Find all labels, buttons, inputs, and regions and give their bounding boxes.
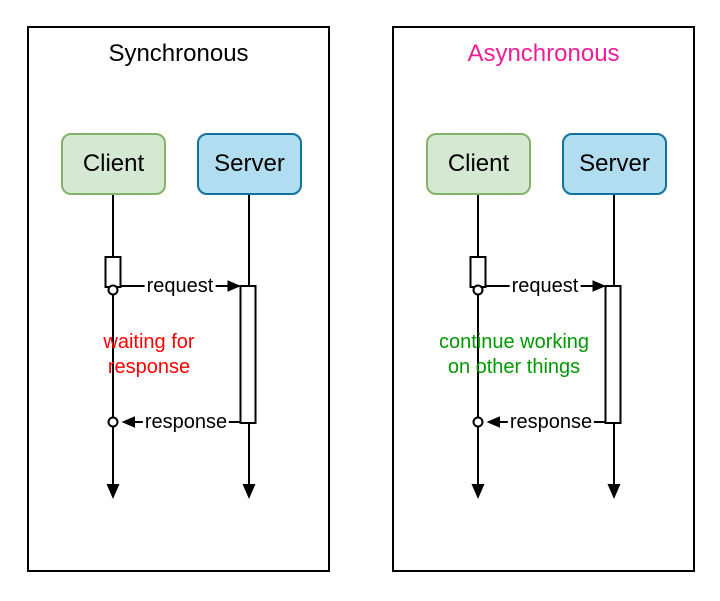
asynchronous-diagram-graphics [469,193,622,499]
client-activation-bar [469,256,487,288]
client-actor-box: Client [61,133,166,195]
waiting-note-line2: response [107,356,191,378]
server-lifeline-arrowhead-icon [607,484,621,499]
waiting-note: waiting for response [103,330,194,380]
page-title-synchronous: Synchronous [108,40,249,67]
client-lifeline-arrowhead-icon [471,484,485,499]
server-actor-label: Server [579,150,650,177]
page-title-asynchronous: Asynchronous [467,40,620,67]
waiting-note-line1: waiting for [103,331,195,353]
server-actor-box: Server [197,133,302,195]
request-start-circle-icon [472,284,484,296]
response-label: response [142,411,230,433]
synchronous-diagram-graphics [104,193,257,499]
server-lifeline-arrowhead-icon [242,484,256,499]
request-arrowhead-icon [227,280,241,292]
response-end-circle-icon [107,416,119,428]
panel-synchronous: Synchronous Client Server request respon… [27,26,330,572]
response-arrowhead-icon [486,416,500,428]
continue-working-note: continue working on other things [439,330,589,380]
server-activation-bar [604,285,622,424]
response-arrowhead-icon [121,416,135,428]
request-arrowhead-icon [592,280,606,292]
client-lifeline-arrowhead-icon [106,484,120,499]
response-label: response [507,411,595,433]
request-label: request [509,275,581,297]
response-end-circle-icon [472,416,484,428]
panel-asynchronous: Asynchronous Client Server request respo… [392,26,695,572]
continue-note-line1: continue working [438,331,590,353]
client-actor-box: Client [426,133,531,195]
request-start-circle-icon [107,284,119,296]
client-activation-bar [104,256,122,288]
client-actor-label: Client [447,150,510,177]
server-actor-box: Server [562,133,667,195]
continue-note-line2: on other things [447,356,581,378]
request-label: request [144,275,216,297]
client-actor-label: Client [82,150,145,177]
server-activation-bar [239,285,257,424]
server-actor-label: Server [214,150,285,177]
